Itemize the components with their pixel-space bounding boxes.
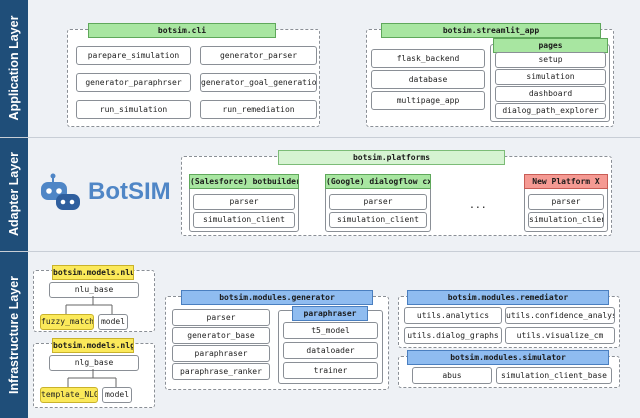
botsim-logo-text: BotSIM (88, 178, 171, 205)
adapter-layer-rail (0, 138, 28, 251)
streamlit-item: multipage_app (371, 91, 485, 110)
salesforce-item: parser (193, 194, 295, 210)
platforms-header: botsim.platforms (278, 150, 505, 165)
nlg-child: template_NLG (40, 387, 98, 403)
cli-item: run_simulation (76, 100, 191, 119)
simulator-item: abus (412, 367, 492, 384)
page-item: dashboard (495, 86, 606, 102)
streamlit-item: flask_backend (371, 49, 485, 68)
salesforce-item: simulation_client (193, 212, 295, 228)
page-item: dialog_path_explorer (495, 103, 606, 119)
nlu-child: model (98, 314, 128, 330)
paraphraser-header: paraphraser (292, 306, 368, 321)
cli-item: generator_goal_generation (200, 73, 317, 92)
remediator-item: utils.dialog_graphs (404, 327, 502, 344)
nlg-header: botsim.models.nlg (52, 338, 134, 353)
page-item: setup (495, 52, 606, 68)
more-platforms-ellipsis: ... (470, 195, 488, 211)
cli-item: generator_parser (200, 46, 317, 65)
application-layer-rail (0, 0, 28, 137)
remediator-item: utils.visualize_cm (505, 327, 615, 344)
new-platform-item: parser (528, 194, 604, 210)
cli-header: botsim.cli (88, 23, 276, 38)
generator-item: paraphraser (172, 345, 270, 362)
paraphraser-item: dataloader (283, 342, 378, 359)
remediator-header: botsim.modules.remediator (407, 290, 609, 305)
google-item: simulation_client (329, 212, 427, 228)
layer-divider (0, 137, 640, 138)
cli-item: run_remediation (200, 100, 317, 119)
generator-item: paraphrase_ranker (172, 363, 270, 380)
remediator-item: utils.analytics (404, 307, 502, 324)
page-item: simulation (495, 69, 606, 85)
paraphraser-item: trainer (283, 362, 378, 379)
google-item: parser (329, 194, 427, 210)
remediator-item: utils.confidence_analysis (505, 307, 615, 324)
google-header: (Google) dialogflow cx (325, 174, 431, 189)
paraphraser-item: t5_model (283, 322, 378, 339)
simulator-header: botsim.modules.simulator (407, 350, 609, 365)
nlu-child: fuzzy_match (40, 314, 94, 330)
nlu-header: botsim.models.nlu (52, 265, 134, 280)
nlu-base: nlu_base (49, 282, 139, 298)
nlg-base: nlg_base (49, 355, 139, 371)
infrastructure-layer-rail (0, 252, 28, 418)
new-platform-item: simulation_client (528, 212, 604, 228)
generator-header: botsim.modules.generator (181, 290, 373, 305)
cli-item: generator_paraphrser (76, 73, 191, 92)
layer-divider (0, 251, 640, 252)
nlg-child: model (102, 387, 132, 403)
salesforce-header: (Salesforce) botbuilder (189, 174, 299, 189)
generator-item: generator_base (172, 327, 270, 344)
cli-item: parepare_simulation (76, 46, 191, 65)
generator-item: parser (172, 309, 270, 326)
botsim-robot-icon (37, 172, 83, 212)
simulator-item: simulation_client_base (496, 367, 612, 384)
streamlit-item: database (371, 70, 485, 89)
streamlit-header: botsim.streamlit_app (381, 23, 601, 38)
new-platform-header: New Platform X (524, 174, 608, 189)
